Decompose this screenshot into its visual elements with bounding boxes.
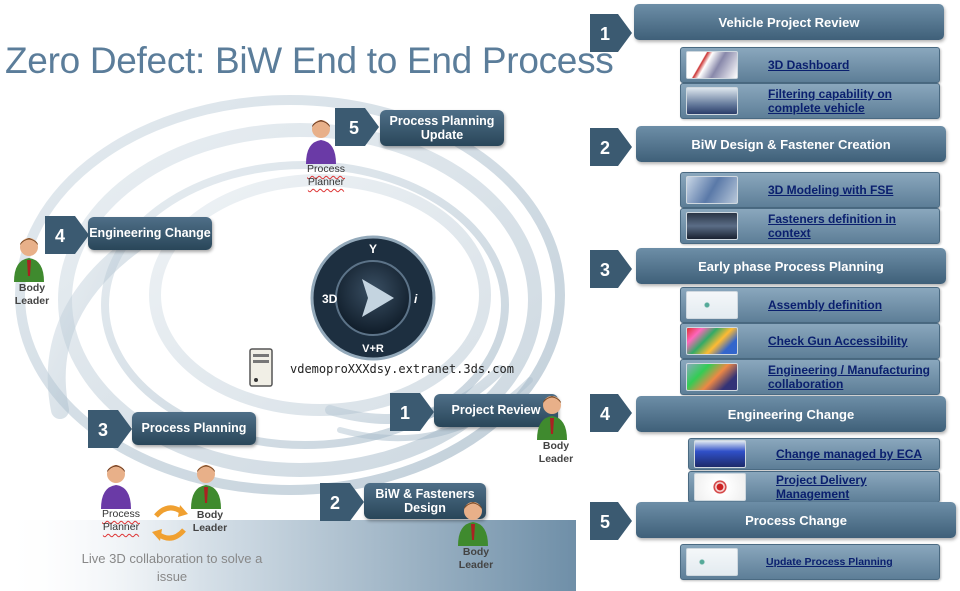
section-3-item-1[interactable]: Assembly definition [680, 287, 940, 323]
svg-text:5: 5 [600, 512, 610, 532]
item-thumbnail-image [686, 327, 738, 355]
body-leader-icon [458, 502, 488, 546]
section-4-header: Engineering Change [636, 396, 946, 432]
item-thumbnail-image [694, 473, 746, 501]
item-link[interactable]: Update Process Planning [766, 555, 893, 568]
svg-text:3: 3 [98, 420, 108, 440]
compass-right: i [414, 292, 418, 306]
step-5-badge-arrow: 5 [335, 108, 379, 146]
server-address: vdemoproXXXdsy.extranet.3ds.com [290, 362, 514, 376]
item-link[interactable]: 3D Dashboard [768, 57, 850, 72]
svg-text:3: 3 [600, 260, 610, 280]
section-2-item-2[interactable]: Fasteners definition in context [680, 208, 940, 244]
body-leader-label: Body Leader [538, 440, 574, 466]
process-planner-icon [101, 465, 131, 509]
svg-text:4: 4 [600, 404, 610, 424]
section-4-item-1[interactable]: Change managed by ECA [688, 438, 940, 470]
body-leader-label: Body Leader [14, 282, 50, 308]
svg-text:2: 2 [600, 138, 610, 158]
item-link[interactable]: Filtering capability on complete vehicle [768, 86, 893, 115]
step-3-box: Process Planning [132, 412, 256, 445]
server-icon [249, 348, 273, 387]
section-3-item-3[interactable]: Engineering / Manufacturing collaboratio… [680, 359, 940, 395]
item-link[interactable]: Project Delivery Management [776, 472, 867, 501]
step-5-box: Process Planning Update [380, 110, 504, 146]
svg-text:4: 4 [55, 226, 65, 246]
item-thumbnail-image [686, 87, 738, 115]
item-link[interactable]: Assembly definition [768, 297, 883, 312]
step-3-badge-arrow: 3 [88, 410, 132, 448]
section-2-number-arrow: 2 [590, 128, 632, 166]
item-link[interactable]: Engineering / Manufacturing collaboratio… [768, 362, 931, 391]
body-leader-icon [14, 238, 44, 282]
svg-text:1: 1 [400, 403, 410, 423]
body-leader-icon [537, 396, 567, 440]
step-4-box: Engineering Change [88, 217, 212, 250]
section-5-header: Process Change [636, 502, 956, 538]
section-4-number-arrow: 4 [590, 394, 632, 432]
section-1-item-1[interactable]: 3D Dashboard [680, 47, 940, 83]
item-thumbnail-image [694, 440, 746, 468]
step-1-badge-arrow: 1 [390, 393, 434, 431]
collaboration-caption: Live 3D collaboration to solve a issue [81, 551, 263, 584]
section-3-header: Early phase Process Planning [636, 248, 946, 284]
svg-text:1: 1 [600, 24, 610, 44]
section-1-item-2[interactable]: Filtering capability on complete vehicle [680, 83, 940, 119]
cycle-swirl-graphic [0, 95, 576, 591]
step-2-badge-arrow: 2 [320, 483, 364, 521]
section-3-number-arrow: 3 [590, 250, 632, 288]
item-link[interactable]: Change managed by ECA [776, 446, 923, 461]
item-thumbnail-image [686, 212, 738, 240]
compass-bottom: V+R [362, 343, 384, 355]
item-thumbnail-image [686, 548, 738, 576]
svg-text:5: 5 [349, 118, 359, 138]
section-2-item-1[interactable]: 3D Modeling with FSE [680, 172, 940, 208]
body-leader-icon [191, 465, 221, 509]
exchange-arrows-icon [152, 505, 188, 541]
item-thumbnail-image [686, 363, 738, 391]
item-link[interactable]: Fasteners definition in context [768, 211, 897, 240]
process-planner-label: Process Planner [307, 163, 345, 189]
compass-top: Y [369, 242, 377, 256]
step-4-badge-arrow: 4 [45, 216, 89, 254]
compass-logo: Y 3D i V+R [310, 235, 436, 361]
process-planner-icon [306, 120, 336, 164]
compass-left: 3D [322, 292, 338, 306]
item-link[interactable]: 3D Modeling with FSE [768, 182, 894, 197]
section-2-header: BiW Design & Fastener Creation [636, 126, 946, 162]
section-5-item-1[interactable]: Update Process Planning [680, 544, 940, 580]
item-thumbnail-image [686, 291, 738, 319]
page-title: Zero Defect: BiW End to End Process [5, 40, 614, 81]
section-1-header: Vehicle Project Review [634, 4, 944, 40]
section-1-number-arrow: 1 [590, 14, 632, 52]
step-1-box: Project Review [434, 394, 558, 427]
item-link[interactable]: Check Gun Accessibility [768, 333, 908, 348]
process-planner-label: Process Planner [102, 508, 140, 534]
item-thumbnail-image [686, 51, 738, 79]
section-4-item-2[interactable]: Project Delivery Management [688, 471, 940, 503]
item-thumbnail-image [686, 176, 738, 204]
section-3-item-2[interactable]: Check Gun Accessibility [680, 323, 940, 359]
body-leader-label: Body Leader [458, 546, 494, 572]
svg-text:2: 2 [330, 493, 340, 513]
section-5-number-arrow: 5 [590, 502, 632, 540]
body-leader-label: Body Leader [192, 509, 228, 535]
